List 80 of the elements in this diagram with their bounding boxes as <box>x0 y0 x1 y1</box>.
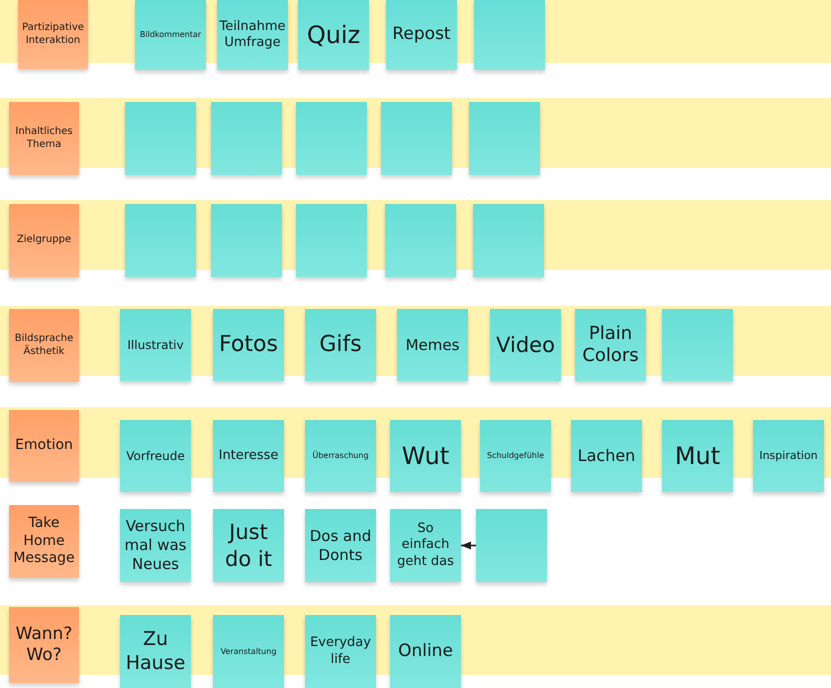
empty-sticky-note <box>381 102 452 175</box>
note-text: Zu Hause <box>124 628 186 676</box>
empty-sticky-note <box>125 102 196 175</box>
sticky-note <box>305 420 376 492</box>
note-text: Just do it <box>224 519 273 572</box>
sticky-note <box>120 309 191 381</box>
note-text: Wann? Wo? <box>14 624 74 666</box>
note-text: Everyday life <box>309 635 372 668</box>
sticky-note <box>397 309 468 381</box>
note-text: Repost <box>392 24 451 46</box>
sticky-note <box>120 420 191 492</box>
empty-sticky-note <box>296 102 367 175</box>
note-text: Mut <box>674 441 720 471</box>
sticky-note <box>135 0 206 70</box>
category-sticky-note <box>9 607 79 683</box>
sticky-note <box>575 309 646 381</box>
sticky-note <box>490 309 561 381</box>
note-text: Teilnahme Umfrage <box>219 18 286 52</box>
sticky-note <box>305 509 376 582</box>
note-text: Lachen <box>578 446 636 466</box>
note-text: So einfach geht das <box>396 521 455 570</box>
sticky-note <box>480 420 551 492</box>
note-text: Bildsprache Ästhetik <box>14 333 74 358</box>
empty-sticky-note <box>296 204 367 277</box>
note-text: Plain Colors <box>581 322 640 368</box>
empty-sticky-note <box>476 509 547 582</box>
category-sticky-note <box>9 204 79 277</box>
note-text: Emotion <box>15 437 73 455</box>
sticky-note <box>213 509 284 582</box>
category-sticky-note <box>9 505 79 578</box>
sticky-note <box>213 309 284 381</box>
note-text: Inspiration <box>759 449 818 463</box>
empty-sticky-note <box>473 204 544 277</box>
note-text: Online <box>398 640 453 662</box>
note-text: Vorfreude <box>126 448 185 464</box>
empty-sticky-note <box>125 204 196 277</box>
empty-sticky-note <box>385 204 456 277</box>
note-text: Versuch mal was Neues <box>123 517 188 574</box>
note-text: Veranstaltung <box>220 646 276 656</box>
arrow <box>461 542 476 550</box>
note-text: Fotos <box>219 331 278 359</box>
note-text: Partizipative Interaktion <box>21 22 85 47</box>
sticky-note <box>390 420 461 492</box>
sticky-note <box>120 509 191 582</box>
category-sticky-note <box>9 102 79 175</box>
note-text: Inhaltliches Thema <box>14 126 74 151</box>
sticky-note <box>213 420 284 492</box>
note-text: Quiz <box>306 20 360 50</box>
sticky-note <box>120 615 191 688</box>
category-sticky-note <box>18 0 88 69</box>
empty-sticky-note <box>474 0 545 70</box>
category-sticky-note <box>9 410 79 482</box>
sticky-note <box>571 420 642 492</box>
note-text: Überraschung <box>312 451 369 461</box>
note-text: Dos and Donts <box>308 526 372 564</box>
empty-sticky-note <box>211 102 282 175</box>
note-text: Video <box>496 332 555 358</box>
sticky-note <box>390 615 461 688</box>
sticky-note <box>305 309 376 381</box>
empty-sticky-note <box>662 309 733 381</box>
note-text: Memes <box>406 336 460 354</box>
note-text: Wut <box>402 441 450 471</box>
category-sticky-note <box>9 309 79 382</box>
note-text: Zielgruppe <box>16 234 72 247</box>
note-text: Gifs <box>319 331 362 359</box>
note-text: Schuldgefühle <box>486 451 544 461</box>
sticky-note <box>662 420 733 492</box>
empty-sticky-note <box>211 204 282 277</box>
sticky-note <box>386 0 457 70</box>
note-text: Illustrativ <box>127 338 184 352</box>
empty-sticky-note <box>469 102 540 175</box>
note-text: Take Home Message <box>12 515 76 568</box>
note-text: Bildkommentar <box>140 30 202 40</box>
sticky-note <box>217 0 288 70</box>
note-text: Interesse <box>218 448 278 464</box>
sticky-note <box>390 509 461 582</box>
sticky-note <box>305 615 376 688</box>
sticky-note <box>298 0 369 70</box>
sticky-note <box>213 615 284 688</box>
sticky-note <box>753 420 824 492</box>
